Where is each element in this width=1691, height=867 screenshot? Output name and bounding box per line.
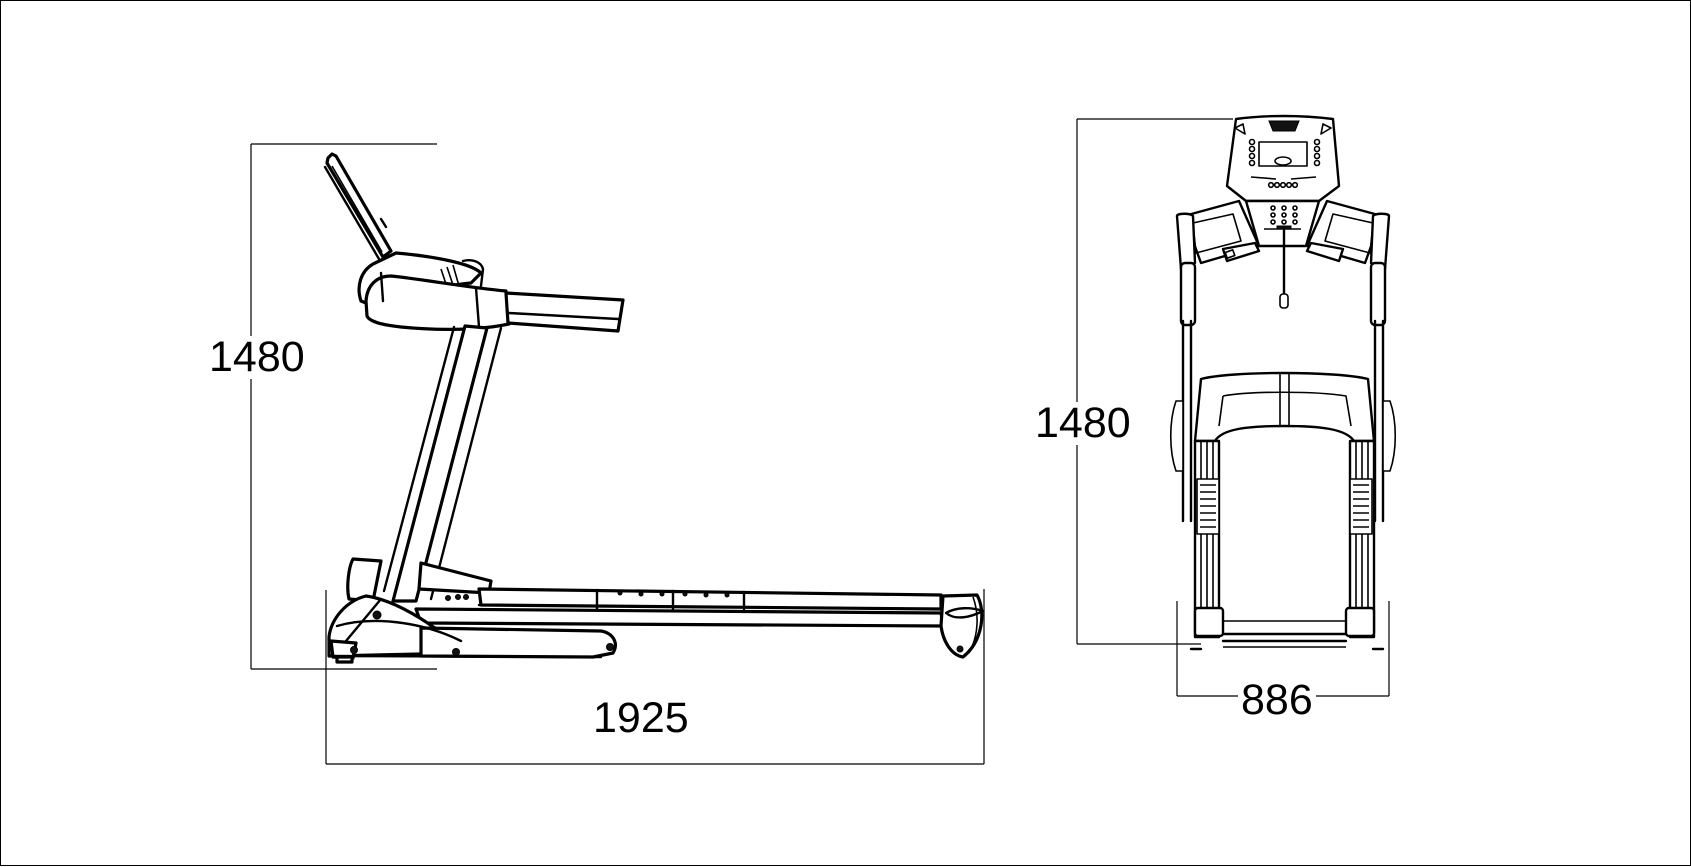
front-side-rail-left xyxy=(1193,439,1225,639)
front-height-dimension-line xyxy=(1076,118,1233,645)
front-upright-right xyxy=(1369,212,1396,523)
console-buttons-left xyxy=(1248,138,1256,167)
front-view-treadmill xyxy=(1076,114,1396,697)
side-console-mast xyxy=(323,152,393,261)
front-arm-left xyxy=(1182,199,1261,265)
front-motor-hood xyxy=(1193,371,1376,443)
front-height-label: 1480 xyxy=(1032,402,1134,445)
side-rear-roller-cap xyxy=(939,593,985,659)
side-view-treadmill xyxy=(250,143,985,765)
side-deck xyxy=(414,587,945,628)
side-length-label: 1925 xyxy=(593,694,689,742)
side-upright-column xyxy=(382,324,503,603)
front-side-rail-right xyxy=(1344,439,1376,639)
front-console-head xyxy=(1225,114,1341,203)
side-base-frame xyxy=(327,594,617,664)
front-width-label: 886 xyxy=(1238,679,1316,722)
front-rear-bar xyxy=(1189,620,1385,651)
console-buttons-right xyxy=(1313,138,1321,167)
side-height-dimension-line xyxy=(250,143,437,670)
front-center-controls xyxy=(1244,199,1321,309)
side-handrail xyxy=(504,291,625,333)
side-length-dimension-line xyxy=(325,589,985,765)
side-motor-hood xyxy=(346,557,493,603)
front-upright-left xyxy=(1170,212,1197,523)
side-height-label: 1480 xyxy=(206,336,308,379)
side-console-body xyxy=(357,251,511,331)
console-buttons-bottom xyxy=(1267,181,1299,189)
